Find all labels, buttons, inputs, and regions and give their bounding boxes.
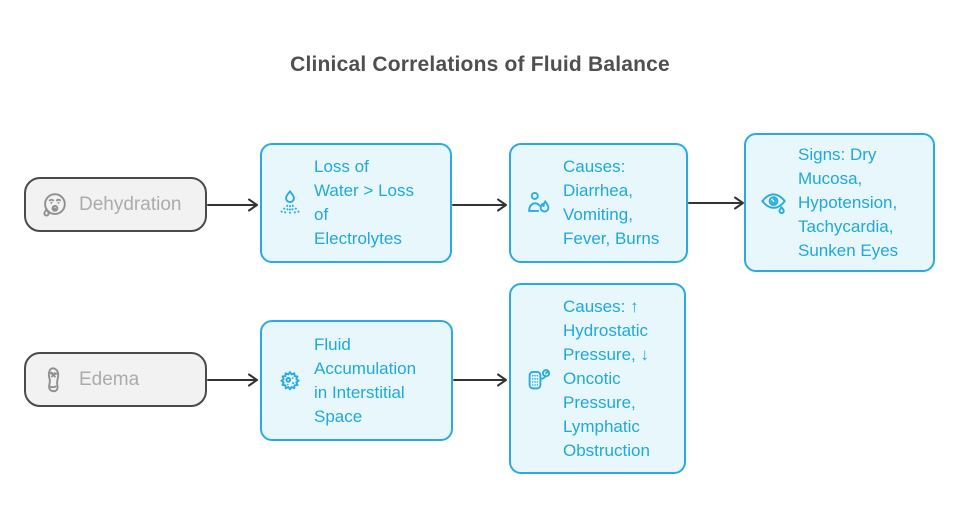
- arrow-icon: [207, 373, 258, 387]
- box-loss-of-water: Loss of Water > Loss of Electrolytes: [260, 143, 452, 263]
- water-spray-icon: [275, 188, 305, 218]
- node-edema: Edema: [24, 352, 207, 407]
- arrow-icon: [452, 198, 507, 212]
- arrow-icon: [453, 373, 507, 387]
- box-causes-dehydration: Causes: Diarrhea, Vomiting, Fever, Burns: [509, 143, 688, 263]
- box-text-fluid-accumulation: Fluid Accumulation in Interstitial Space: [314, 334, 417, 426]
- box-text-causes-edema: Causes: ↑ Hydrostatic Pressure, ↓ Oncoti…: [563, 296, 650, 460]
- node-dehydration: Dehydration: [24, 177, 207, 232]
- box-fluid-accumulation: Fluid Accumulation in Interstitial Space: [260, 320, 453, 441]
- box-signs-dehydration: Signs: Dry Mucosa, Hypotension, Tachycar…: [744, 133, 935, 272]
- cell-icon: [275, 366, 305, 396]
- arrow-icon: [207, 198, 258, 212]
- box-causes-edema: Causes: ↑ Hydrostatic Pressure, ↓ Oncoti…: [509, 283, 686, 474]
- box-text-signs-dehydration: Signs: Dry Mucosa, Hypotension, Tachycar…: [798, 144, 899, 260]
- eye-tear-icon: [759, 188, 789, 218]
- node-label-dehydration: Dehydration: [79, 193, 182, 215]
- box-text-loss-of-water: Loss of Water > Loss of Electrolytes: [314, 157, 414, 248]
- person-fever-icon: [524, 188, 554, 218]
- arrow-icon: [688, 196, 744, 210]
- box-text-causes-dehydration: Causes: Diarrhea, Vomiting, Fever, Burns: [563, 157, 660, 248]
- node-label-edema: Edema: [79, 368, 140, 390]
- bp-monitor-icon: [524, 364, 554, 394]
- diagram-title: Clinical Correlations of Fluid Balance: [290, 53, 670, 76]
- foot-icon: [39, 365, 69, 395]
- dehydrated-face-icon: [39, 190, 69, 220]
